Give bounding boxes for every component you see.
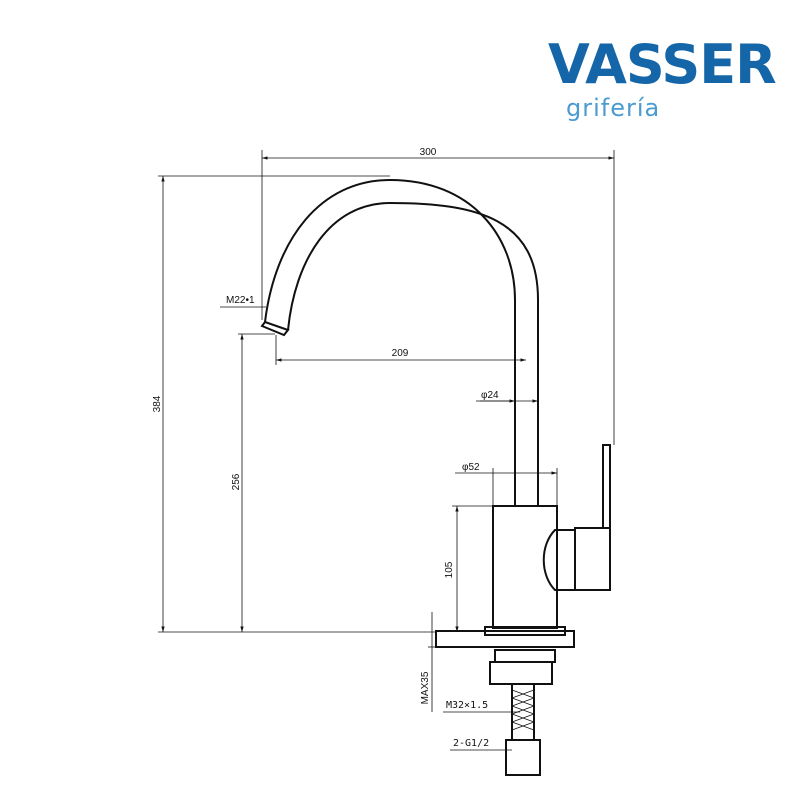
brand-logo: VASSER grifería: [548, 33, 777, 123]
dim-105-label: 105: [444, 561, 455, 578]
faucet-outline: [260, 178, 611, 776]
max-thickness-label: MAX35: [420, 671, 431, 704]
spout-outer: [264, 178, 516, 505]
dim-256-label: 256: [231, 473, 242, 490]
hose-connection-label: 2-G1/2: [453, 738, 489, 749]
aerator-tip: [260, 320, 290, 337]
spout-inner: [287, 201, 539, 505]
dim-209-label: 209: [392, 348, 409, 359]
aerator-thread-label: M22•1: [226, 295, 255, 306]
handle-lever: [575, 444, 611, 529]
brand-name: VASSER: [548, 33, 777, 96]
mount-thread-label: M32×1.5: [446, 700, 488, 711]
brand-subtitle: grifería: [566, 94, 661, 122]
mounting-nut: [494, 649, 556, 663]
dim-phi24-label: φ24: [481, 390, 499, 401]
counter-top: [435, 630, 575, 648]
hose-connector: [505, 739, 541, 776]
faucet-body: [492, 505, 558, 629]
shank-thread-pattern: [511, 689, 535, 731]
dim-phi52-label: φ52: [462, 462, 480, 473]
dimension-lines: [158, 150, 615, 751]
handle-grip: [574, 527, 611, 591]
dim-300-label: 300: [420, 147, 437, 158]
mounting-washer: [489, 661, 553, 685]
dim-384-label: 384: [152, 395, 163, 412]
handle-hub: [542, 529, 576, 591]
